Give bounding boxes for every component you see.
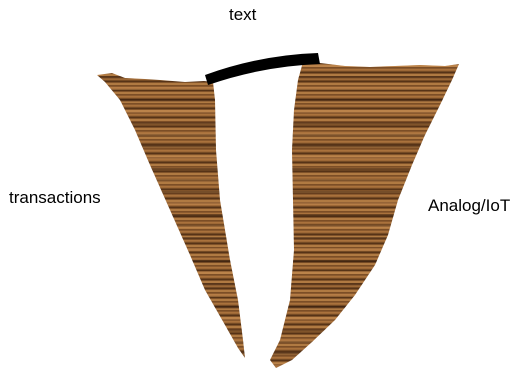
right-wood-piece: [270, 62, 459, 368]
left-wood-piece: [97, 73, 245, 358]
